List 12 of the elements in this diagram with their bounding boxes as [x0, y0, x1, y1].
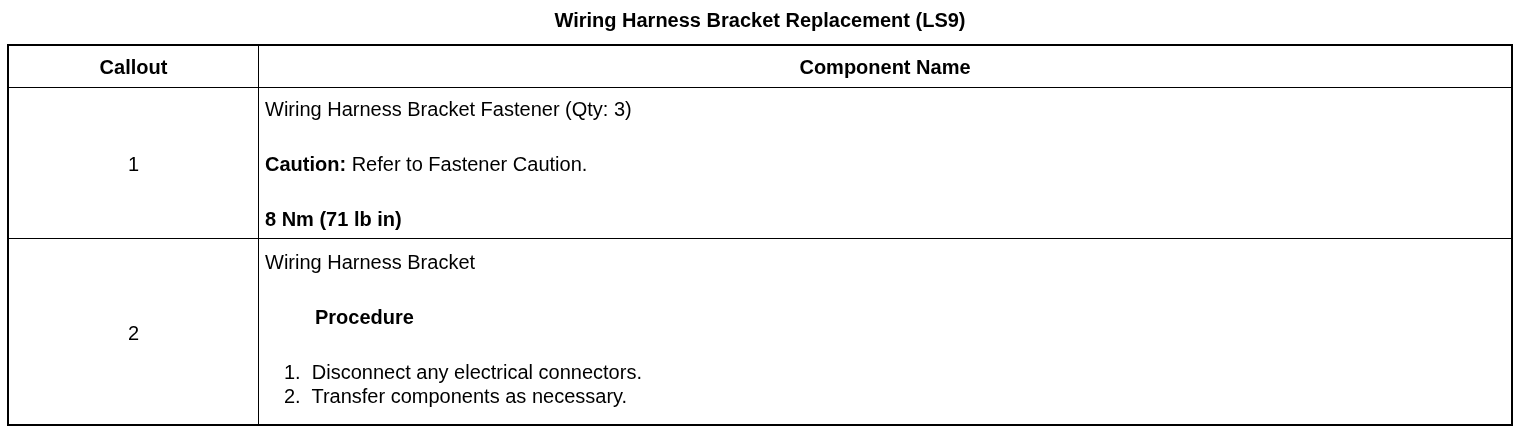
- component-name: Wiring Harness Bracket Fastener (Qty: 3): [265, 97, 632, 121]
- component-name: Wiring Harness Bracket: [265, 250, 476, 274]
- torque-spec: 8 Nm (71 lb in): [265, 207, 402, 231]
- procedure-heading: Procedure: [315, 305, 414, 329]
- callout-number: 2: [126, 321, 141, 345]
- callout-number: 1: [126, 152, 141, 176]
- caution-note: Caution: Refer to Fastener Caution.: [265, 152, 588, 176]
- column-header: Component Name: [798, 55, 972, 79]
- table-title: Wiring Harness Bracket Replacement (LS9): [553, 8, 967, 32]
- column-header: Callout: [98, 55, 169, 79]
- procedure-step: 2. Transfer components as necessary.: [284, 384, 628, 408]
- procedure-step: 1. Disconnect any electrical connectors.: [284, 360, 642, 384]
